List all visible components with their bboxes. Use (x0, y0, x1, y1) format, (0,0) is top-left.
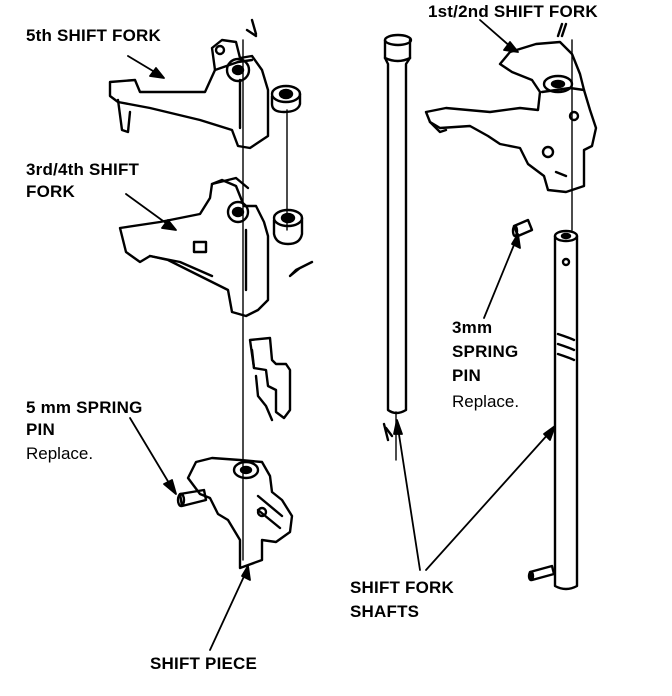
label-fifth-shift-fork: 5th SHIFT FORK (26, 26, 162, 45)
arrow-third-fourth-fork (125, 193, 171, 227)
label-shift-fork-shafts-line1: SHIFT FORK (350, 578, 454, 597)
first-second-shift-fork (424, 22, 598, 194)
arrow-shaft-left (397, 427, 421, 571)
label-spring-pin-5mm-line2: PIN (26, 420, 55, 439)
third-fourth-shift-fork (118, 176, 314, 318)
label-spring-pin-3mm-note: Replace. (452, 392, 520, 411)
label-shift-piece: SHIFT PIECE (150, 654, 258, 673)
fifth-shift-fork (108, 18, 270, 150)
arrow-spring-pin-3mm (483, 239, 517, 319)
label-spring-pin-3mm-line2: SPRING (452, 342, 519, 361)
shift-piece (186, 456, 294, 570)
label-spring-pin-5mm-note: Replace. (26, 444, 94, 463)
arrow-spring-pin-5mm (129, 417, 173, 489)
upper-roll-pin (270, 84, 302, 114)
label-third-fourth-shift-fork-line1: 3rd/4th SHIFT (26, 160, 140, 179)
leader-arrows (125, 19, 556, 651)
label-first-second-shift-fork: 1st/2nd SHIFT FORK (428, 2, 598, 21)
label-shift-fork-shafts-line2: SHAFTS (350, 602, 420, 621)
label-spring-pin-3mm-line1: 3mm (452, 318, 493, 337)
shift-fork-shaft-left (382, 33, 413, 461)
arrow-first-second-fork (479, 19, 513, 49)
spring-pin-3mm (511, 218, 534, 238)
interlock-bracket (248, 336, 292, 422)
shift-fork-shaft-right (527, 229, 579, 591)
label-spring-pin-5mm-line1: 5 mm SPRING (26, 398, 143, 417)
spring-pin-5mm (176, 488, 208, 508)
arrow-shift-piece (209, 571, 247, 651)
arrow-shaft-right (425, 431, 551, 571)
middle-roll-pin (272, 208, 304, 246)
label-third-fourth-shift-fork-line2: FORK (26, 182, 75, 201)
label-spring-pin-3mm-line3: PIN (452, 366, 481, 385)
